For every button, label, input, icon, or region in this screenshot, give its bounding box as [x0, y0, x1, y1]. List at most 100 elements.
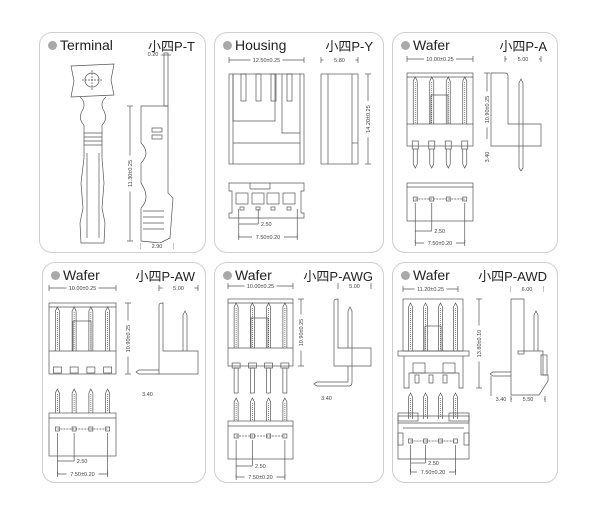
pin — [105, 388, 110, 413]
pin-shroud — [248, 362, 257, 369]
label-bg — [476, 325, 482, 362]
wafer-side — [510, 298, 549, 396]
pin — [445, 149, 451, 169]
bottom-tab — [397, 432, 404, 446]
pin — [266, 302, 271, 348]
pin-hole — [438, 438, 443, 444]
pin-hole — [233, 433, 239, 439]
pin — [438, 302, 443, 351]
pin — [282, 397, 288, 421]
label-bg — [338, 283, 371, 289]
pin-hole — [462, 196, 468, 202]
dimension-label: 2.90 — [152, 244, 163, 250]
pin-hole — [408, 438, 413, 444]
label-bg — [485, 396, 517, 402]
side-latch — [540, 354, 548, 376]
pin — [250, 302, 255, 348]
pin-hole — [71, 426, 77, 432]
terminal-slot — [151, 134, 163, 140]
pin — [233, 397, 239, 421]
pin-side — [347, 306, 353, 366]
label-bg — [365, 101, 371, 137]
dimension-label: 7.50±0.20 — [248, 475, 272, 481]
pin — [250, 367, 255, 394]
pin — [266, 367, 271, 394]
housing-slot — [286, 73, 293, 102]
bullet-icon — [48, 40, 57, 50]
terminal-pin — [163, 52, 169, 107]
pin — [408, 302, 413, 351]
pin — [282, 367, 288, 394]
pin-slot — [69, 366, 79, 374]
pin — [438, 392, 443, 419]
label-bg — [323, 57, 356, 63]
latch — [442, 362, 456, 374]
terminal-tab — [70, 63, 115, 98]
pin-hole — [250, 433, 255, 439]
pin-hole — [423, 438, 428, 444]
wafer-bottom — [48, 412, 117, 457]
pin — [55, 306, 60, 351]
outline — [281, 74, 300, 134]
dimension-label: 10.90±0.25 — [485, 96, 491, 124]
bottom-latch — [397, 412, 419, 422]
pin — [462, 149, 468, 169]
dimension-label: 11.20±0.25 — [417, 287, 444, 293]
pin — [71, 388, 77, 413]
panel-title: Housing — [235, 37, 287, 53]
housing-cavity — [282, 192, 296, 205]
wafer-bottom — [227, 420, 294, 460]
terminal-side-body — [140, 105, 174, 244]
label-bg — [127, 155, 133, 192]
pin-shroud — [428, 140, 436, 150]
pin-horizontal — [135, 369, 159, 375]
label-bg — [414, 286, 447, 292]
pin-shroud — [231, 362, 241, 369]
label-bg — [66, 471, 99, 477]
dimension-label: 0.20 — [148, 52, 159, 58]
label-bg — [162, 285, 195, 291]
wafer-front-upper — [402, 298, 464, 352]
pin — [453, 392, 458, 419]
panel-title: Wafer — [413, 267, 450, 283]
dimension-label: 5.80 — [334, 58, 345, 64]
terminal-slot — [151, 127, 163, 133]
wafer-bottom — [406, 182, 474, 222]
dimension-label: 2.50 — [428, 461, 439, 467]
housing-bottom — [228, 182, 305, 219]
dimension-label: 14.20±0.25 — [366, 105, 372, 133]
pin-slot — [103, 366, 112, 374]
label-bg — [298, 314, 304, 351]
pin — [408, 392, 413, 419]
part-code: 小四P-A — [499, 38, 547, 54]
latch — [412, 362, 426, 374]
dimension-label: 3.40 — [321, 396, 332, 402]
wafer-aw-drawing: 10.00±0.2510.90±0.255.003.402.507.50±0.2… — [48, 285, 199, 478]
bottom-latch — [448, 412, 470, 422]
label-bg — [141, 243, 173, 249]
wafer-front-lower — [403, 356, 464, 389]
pin-slot — [53, 366, 62, 374]
dimension-label: 3.40 — [485, 152, 491, 163]
pin — [266, 397, 271, 421]
pin — [88, 306, 94, 351]
dimension-label: 3.40 — [142, 392, 153, 398]
dimension-label: 5.00 — [518, 57, 529, 63]
panel-title: Wafer — [413, 37, 450, 53]
terminal-body — [79, 96, 107, 244]
label-bg — [310, 395, 343, 401]
dimension-label: 7.50±0.20 — [421, 470, 445, 476]
pin-hole — [412, 196, 418, 202]
label-bg — [252, 234, 284, 240]
dimension-label: 2.50 — [261, 222, 272, 228]
pin — [55, 388, 60, 413]
dimension-label: 7.50±0.20 — [256, 235, 280, 241]
pin-shroud — [411, 140, 419, 150]
side-step — [517, 350, 525, 355]
label-bg — [424, 56, 456, 62]
